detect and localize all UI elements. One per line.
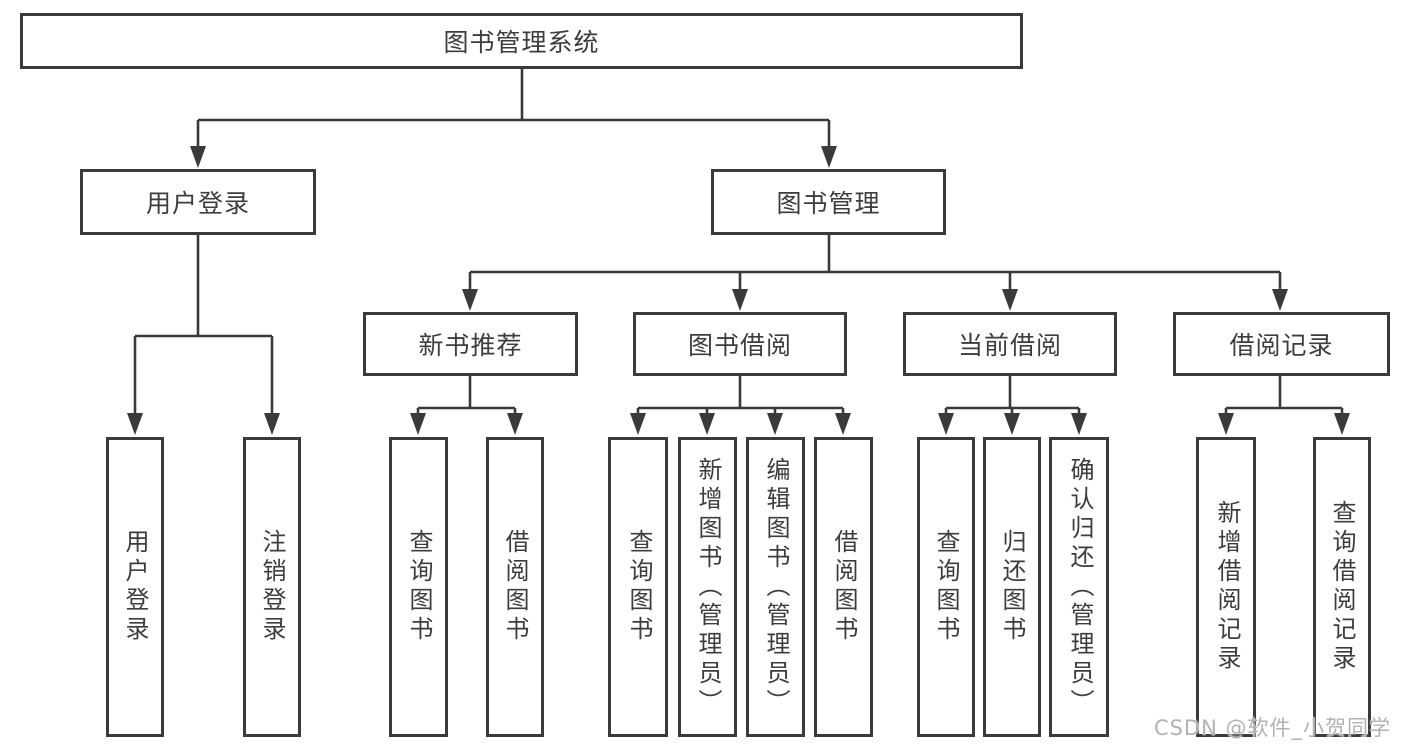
leaf-edit-books-admin: 编辑图书（管理员） bbox=[746, 437, 805, 737]
node-new-book-recommend: 新书推荐 bbox=[363, 312, 578, 376]
node-root-library-system: 图书管理系统 bbox=[20, 13, 1023, 69]
leaf-query-books: 查询图书 bbox=[389, 437, 448, 737]
leaf-user-login: 用户登录 bbox=[106, 437, 164, 737]
leaf-logout: 注销登录 bbox=[243, 437, 301, 737]
leaf-query-books-3: 查询图书 bbox=[917, 437, 975, 737]
leaf-return-books: 归还图书 bbox=[983, 437, 1041, 737]
leaf-query-books-2: 查询图书 bbox=[608, 437, 668, 737]
leaf-borrow-books-2: 借阅图书 bbox=[814, 437, 873, 737]
node-book-borrowing: 图书借阅 bbox=[633, 312, 847, 376]
leaf-add-borrow-record: 新增借阅记录 bbox=[1196, 437, 1256, 737]
leaf-borrow-books: 借阅图书 bbox=[486, 437, 544, 737]
node-book-management: 图书管理 bbox=[711, 169, 946, 235]
leaf-query-borrow-record: 查询借阅记录 bbox=[1313, 437, 1371, 737]
node-borrow-records: 借阅记录 bbox=[1173, 312, 1390, 376]
csdn-watermark: CSDN @软件_小贺同学 bbox=[1153, 716, 1391, 740]
leaf-confirm-return-admin: 确认归还（管理员） bbox=[1049, 437, 1109, 737]
node-current-borrowing: 当前借阅 bbox=[903, 312, 1117, 376]
leaf-add-books-admin: 新增图书（管理员） bbox=[678, 437, 737, 737]
node-user-login: 用户登录 bbox=[80, 169, 316, 235]
